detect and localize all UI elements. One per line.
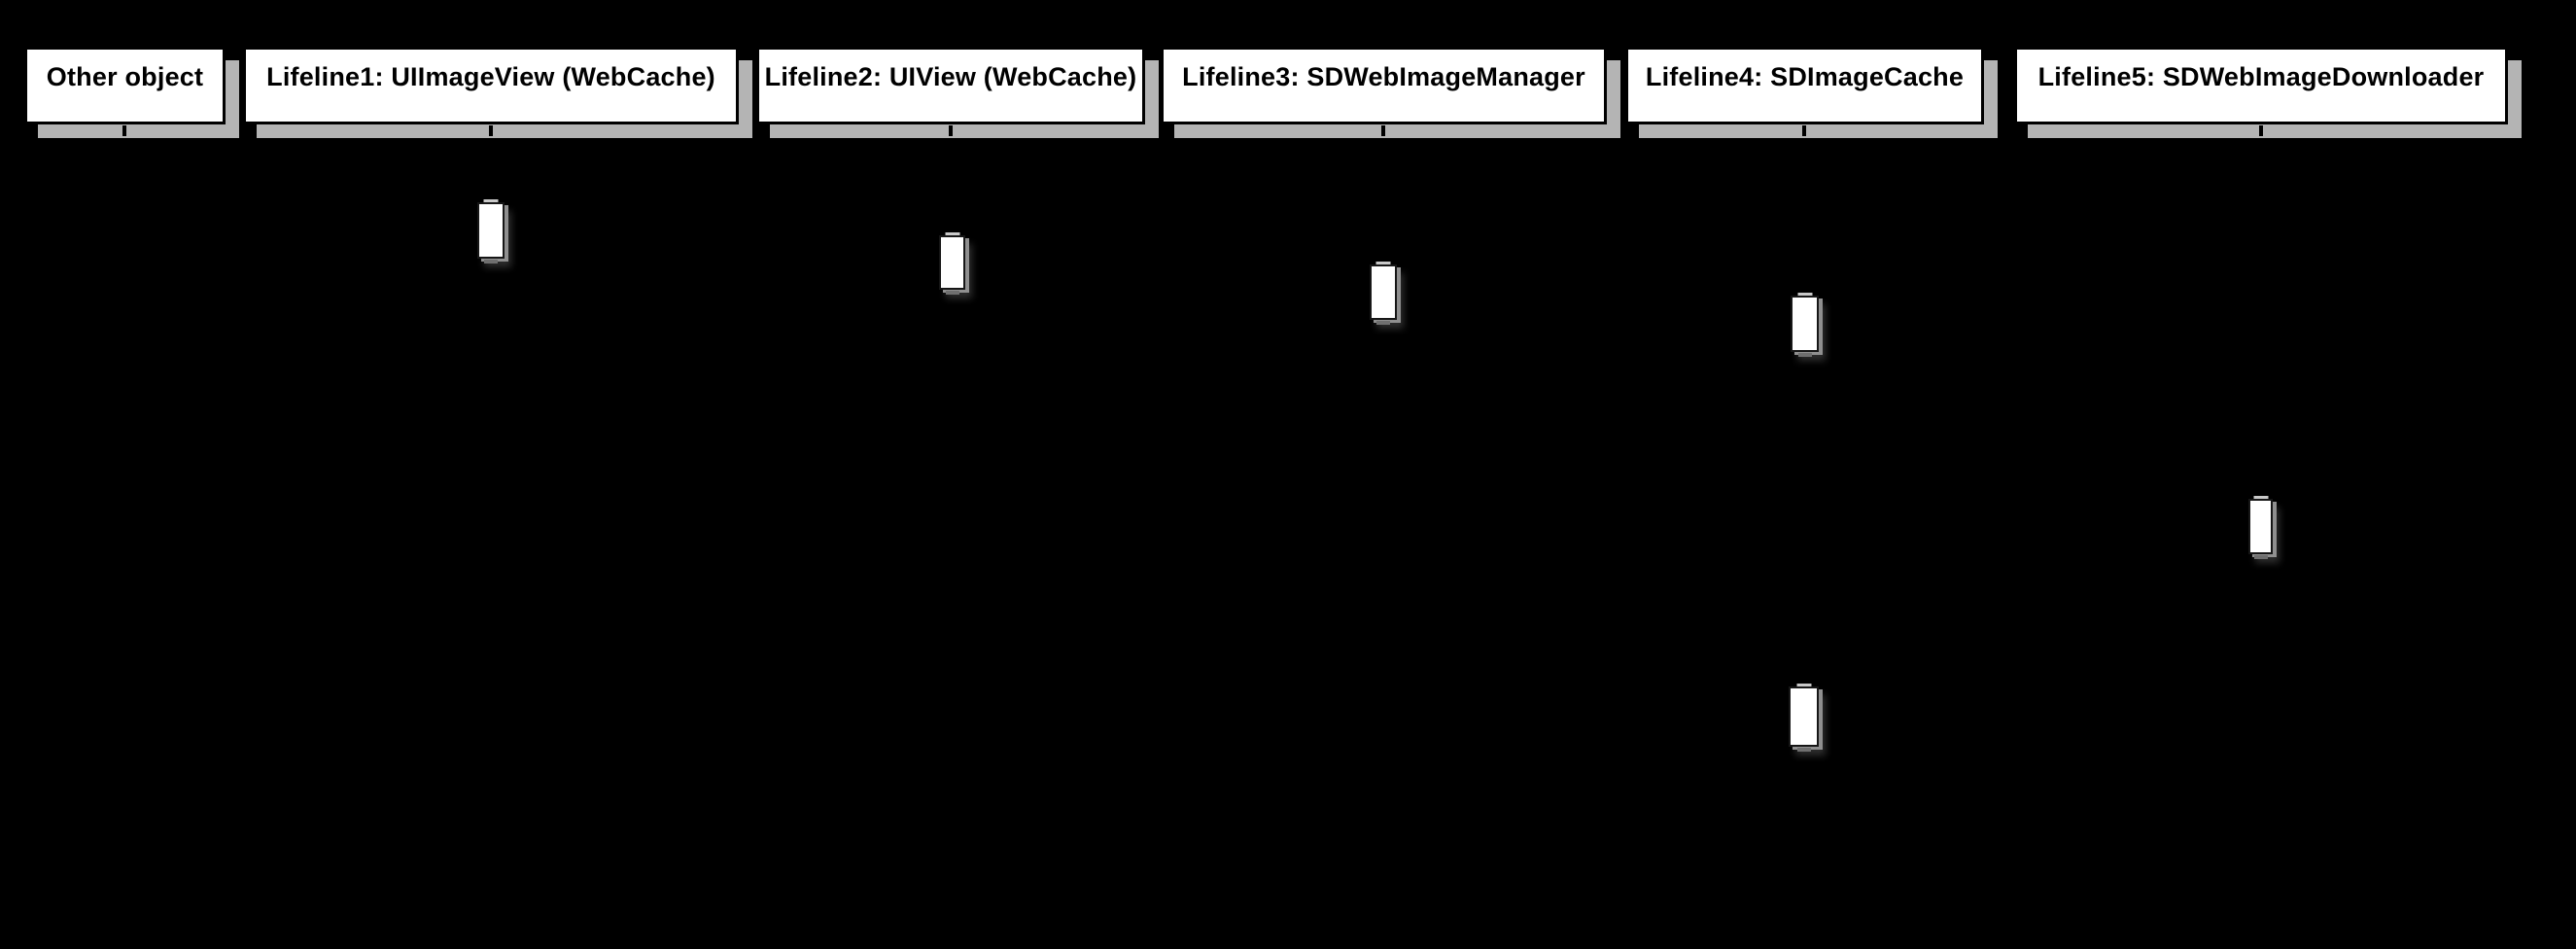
activation-bar-lifeline5 [2248, 499, 2273, 554]
lifeline-header-box-lifeline1: Lifeline1: UIImageView (WebCache) [243, 47, 739, 124]
lifeline-header-box-other-object: Other object [24, 47, 226, 124]
lifeline-dash [1381, 125, 1385, 136]
lifeline-header-box-lifeline5: Lifeline5: SDWebImageDownloader [2014, 47, 2508, 124]
lifeline-header-box-lifeline4: Lifeline4: SDImageCache [1625, 47, 1984, 124]
lifeline-dash [949, 125, 953, 136]
lifeline-label: Lifeline2: UIView (WebCache) [764, 62, 1137, 91]
lifeline-dash [122, 125, 126, 136]
activation-bar-lifeline2 [939, 235, 965, 290]
lifeline-label: Lifeline5: SDWebImageDownloader [2037, 62, 2485, 91]
activation-bar-lifeline3 [1370, 264, 1397, 320]
lifeline-dash [1802, 125, 1806, 136]
activation-bar-lifeline4 [1791, 296, 1819, 352]
lifeline-dash [489, 125, 493, 136]
lifeline-dash [2259, 125, 2263, 136]
activation-bar-lifeline4 [1789, 686, 1819, 747]
lifeline-label: Lifeline3: SDWebImageManager [1182, 62, 1585, 91]
lifeline-label: Other object [46, 62, 204, 91]
lifeline-label: Lifeline1: UIImageView (WebCache) [266, 62, 715, 91]
lifeline-header-box-lifeline3: Lifeline3: SDWebImageManager [1161, 47, 1607, 124]
activation-bar-lifeline1 [477, 202, 505, 259]
lifeline-label: Lifeline4: SDImageCache [1645, 62, 1965, 91]
lifeline-header-box-lifeline2: Lifeline2: UIView (WebCache) [756, 47, 1145, 124]
